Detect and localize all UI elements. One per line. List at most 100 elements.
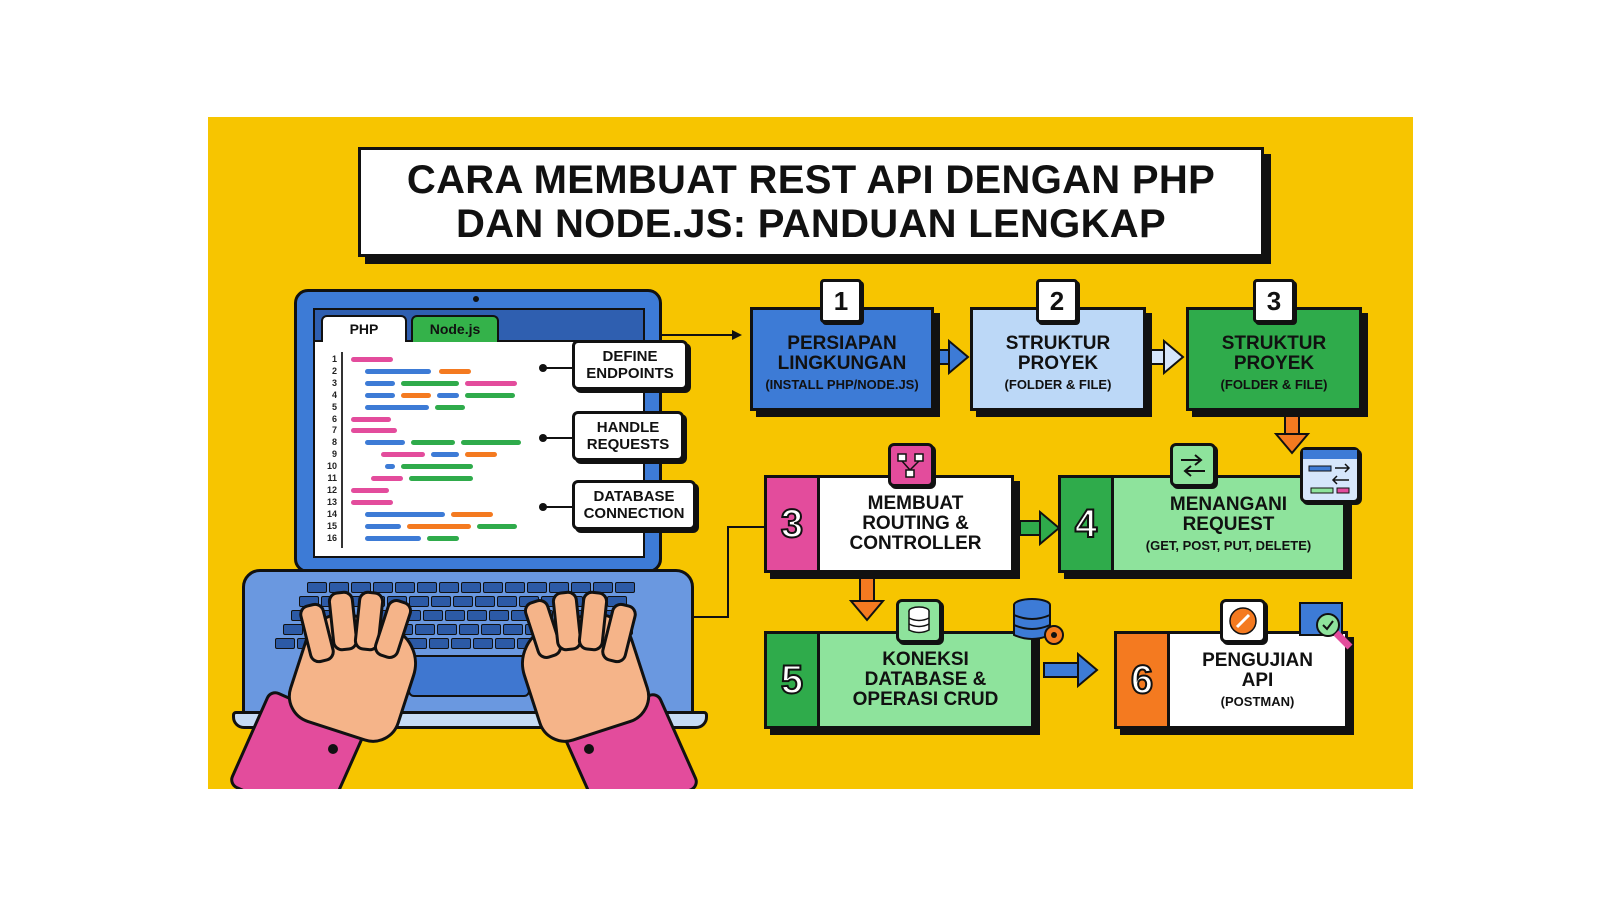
step-number-block: 4 xyxy=(1061,478,1114,570)
magnifier-check-icon xyxy=(1298,601,1364,657)
step-number-block: 6 xyxy=(1117,634,1170,726)
keyboard-key xyxy=(495,638,515,649)
keyboard-key xyxy=(429,638,449,649)
keyboard-key xyxy=(283,624,303,635)
keyboard-key xyxy=(275,638,295,649)
code-token xyxy=(407,523,471,529)
keyboard-key xyxy=(395,582,415,593)
arrow-routing-down xyxy=(848,576,886,622)
code-token xyxy=(365,535,421,541)
step-body: KONEKSI DATABASE & OPERASI CRUD xyxy=(820,634,1031,726)
keyboard-key xyxy=(483,582,503,593)
touchpad xyxy=(408,655,530,697)
page-title: CARA MEMBUAT REST API DENGAN PHP DAN NOD… xyxy=(406,158,1216,246)
gutter-divider xyxy=(341,352,343,548)
routing-icon xyxy=(888,443,934,487)
keyboard-key xyxy=(505,582,525,593)
line-number: 12 xyxy=(326,484,337,495)
tab-nodejs[interactable]: Node.js xyxy=(411,315,499,342)
line-number: 16 xyxy=(326,532,337,543)
line-number: 5 xyxy=(331,401,337,412)
code-token xyxy=(365,404,429,410)
callout-database-connection: DATABASE CONNECTION xyxy=(572,480,696,530)
code-token xyxy=(365,368,431,374)
keyboard-key xyxy=(409,596,429,607)
code-token xyxy=(401,392,431,398)
line-number: 6 xyxy=(331,413,337,424)
keyboard-key xyxy=(417,582,437,593)
code-token xyxy=(351,416,391,422)
code-token xyxy=(365,380,395,386)
title-box: CARA MEMBUAT REST API DENGAN PHP DAN NOD… xyxy=(358,147,1264,257)
keyboard-key xyxy=(445,610,465,621)
step-number-tag: 2 xyxy=(1036,279,1078,323)
line-number: 1 xyxy=(331,354,337,364)
code-token xyxy=(465,392,515,398)
step-title: STRUKTUR PROYEK xyxy=(1221,332,1327,374)
code-token xyxy=(437,392,459,398)
step-subtitle: (INSTALL PHP/NODE.JS) xyxy=(765,376,919,392)
arrow-routing-to-request xyxy=(1019,509,1061,547)
step-title: KONEKSI DATABASE & OPERASI CRUD xyxy=(852,649,999,710)
code-token xyxy=(351,487,389,493)
keyboard-key xyxy=(503,624,523,635)
callout-handle-requests: HANDLE REQUESTS xyxy=(572,411,684,461)
step-number-block: 3 xyxy=(767,478,820,570)
step-koneksi-database: 5 KONEKSI DATABASE & OPERASI CRUD xyxy=(764,631,1034,729)
line-number: 10 xyxy=(326,461,337,472)
keyboard-key xyxy=(489,610,509,621)
keyboard-key xyxy=(461,582,481,593)
step-persiapan-lingkungan: PERSIAPAN LINGKUNGAN (INSTALL PHP/NODE.J… xyxy=(750,307,934,411)
code-token xyxy=(427,535,459,541)
keyboard-key xyxy=(475,596,495,607)
keyboard-key xyxy=(307,582,327,593)
code-token xyxy=(477,523,517,529)
arrow-laptop-to-routing xyxy=(688,526,764,618)
step-body: MENANGANI REQUEST (GET, POST, PUT, DELET… xyxy=(1114,478,1343,570)
arrow-database-to-testing xyxy=(1043,651,1099,689)
step-pengujian-api: 6 PENGUJIAN API (POSTMAN) xyxy=(1114,631,1348,729)
left-cuff-button xyxy=(328,744,338,754)
keyboard-key xyxy=(415,624,435,635)
arrow-step2-to-step3 xyxy=(1145,338,1185,376)
arrow-step3-down xyxy=(1273,413,1311,455)
code-token xyxy=(365,440,405,446)
code-token xyxy=(451,511,493,517)
line-number: 14 xyxy=(326,508,337,519)
tab-php[interactable]: PHP xyxy=(321,315,407,342)
infographic: CARA MEMBUAT REST API DENGAN PHP DAN NOD… xyxy=(208,117,1413,789)
browser-window-icon xyxy=(1300,447,1360,503)
postman-icon xyxy=(1220,599,1266,643)
step-struktur-proyek-3: STRUKTUR PROYEK (FOLDER & FILE) xyxy=(1186,307,1362,411)
step-subtitle: (FOLDER & FILE) xyxy=(1220,376,1328,392)
step-body: PERSIAPAN LINGKUNGAN (INSTALL PHP/NODE.J… xyxy=(753,310,931,408)
code-token xyxy=(385,464,395,470)
callout-leader xyxy=(543,506,573,508)
keyboard-key xyxy=(451,638,471,649)
step-title: PERSIAPAN LINGKUNGAN xyxy=(777,332,907,374)
code-token xyxy=(351,499,393,505)
step-menangani-request: 4 MENANGANI REQUEST (GET, POST, PUT, DEL… xyxy=(1058,475,1346,573)
step-number-tag: 1 xyxy=(820,279,862,323)
keyboard-key xyxy=(459,624,479,635)
keyboard-key xyxy=(497,596,517,607)
code-token xyxy=(439,368,471,374)
code-token xyxy=(371,476,403,481)
code-token xyxy=(351,357,393,362)
keyboard-key xyxy=(571,582,591,593)
code-token xyxy=(431,452,459,458)
keyboard-key xyxy=(467,610,487,621)
keyboard-key xyxy=(481,624,501,635)
code-token xyxy=(465,452,497,458)
step-title: PENGUJIAN API xyxy=(1202,649,1313,691)
step-number-block: 5 xyxy=(767,634,820,726)
code-token xyxy=(401,380,459,386)
database-gear-icon xyxy=(1008,595,1068,651)
step-body: PENGUJIAN API (POSTMAN) xyxy=(1170,634,1345,726)
step-title: STRUKTUR PROYEK xyxy=(1005,332,1111,374)
swap-arrows-icon xyxy=(1170,443,1216,487)
line-number: 9 xyxy=(331,449,337,460)
step-body: STRUKTUR PROYEK (FOLDER & FILE) xyxy=(973,310,1143,408)
camera-dot xyxy=(473,296,479,302)
